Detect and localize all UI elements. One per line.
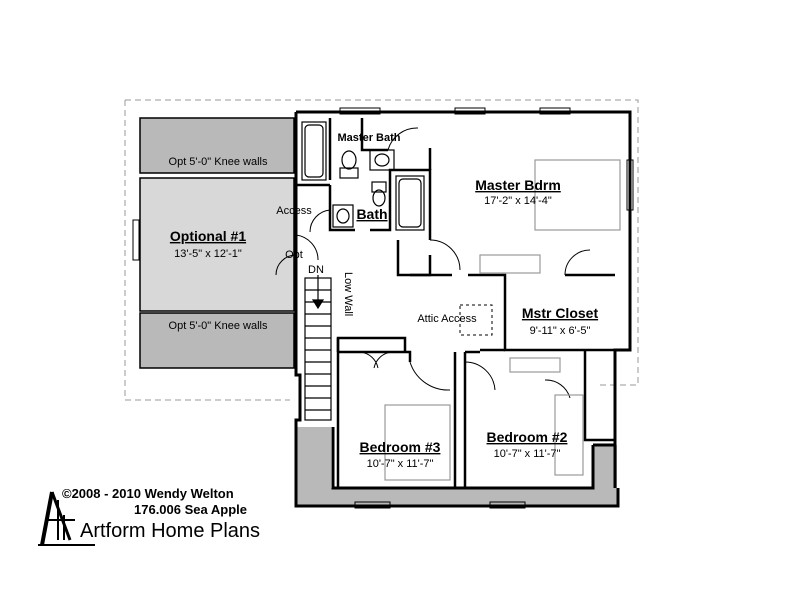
mstr-closet-name: Mstr Closet [522,305,599,321]
exterior-walls [294,110,632,508]
knee-walls-bottom-label: Opt 5'-0" Knee walls [169,320,268,332]
bed-bedroom3 [384,404,451,481]
furniture-master [479,254,541,274]
bath-sink [332,204,354,228]
brand-name-text: Artform Home Plans [80,520,261,542]
bottom-shade-2 [297,488,617,505]
dn-label: DN [308,264,324,276]
door-swings [275,127,591,399]
optional1-name: Optional #1 [170,228,246,244]
dresser-bedroom2 [509,357,561,373]
optional1-dim: 13'-5" x 12'-1" [174,248,242,260]
knee-walls-top-label: Opt 5'-0" Knee walls [169,156,268,168]
knee-wall-top-area [139,117,295,174]
master-bath-name: Master Bath [338,132,401,144]
bedroom2-dim: 10'-7" x 11'-7" [494,448,561,460]
access-label: Access [276,205,312,217]
master-toilet [339,167,359,179]
stair-down-arrow [311,275,325,310]
interior-walls [296,118,615,488]
bath-name: Bath [356,206,387,222]
fixtures [301,121,621,481]
bedroom3-dim: 10'-7" x 11'-7" [367,458,434,470]
artform-logo-icon [38,491,95,546]
copyright-text: ©2008 - 2010 Wendy Welton [62,486,234,501]
right-shade [593,445,617,505]
bed-master [534,159,621,231]
bedroom3-name: Bedroom #3 [360,439,441,455]
attic-access-label: Attic Access [417,313,477,325]
master-bdrm-dim: 17'-2" x 14'-4" [484,195,552,207]
plan-name-text: 176.006 Sea Apple [134,502,247,517]
windows [132,107,634,509]
low-wall-label: Low Wall [342,272,354,316]
master-sink [369,149,395,171]
bath-toilet [371,181,387,193]
stairs [304,277,332,421]
bedroom2-name: Bedroom #2 [487,429,568,445]
master-shower [395,175,425,231]
bed-bedroom2 [554,394,584,476]
mstr-closet-dim: 9'-11" x 6'-5" [530,325,591,337]
knee-wall-bottom-area [139,312,295,369]
opt-label: Opt [285,249,303,261]
master-tub [301,121,327,181]
optional-room-area [139,177,295,312]
attic-access-hatch [459,304,493,336]
master-bdrm-name: Master Bdrm [475,177,561,193]
roof-outline [124,99,639,401]
shaded-areas [139,117,617,505]
